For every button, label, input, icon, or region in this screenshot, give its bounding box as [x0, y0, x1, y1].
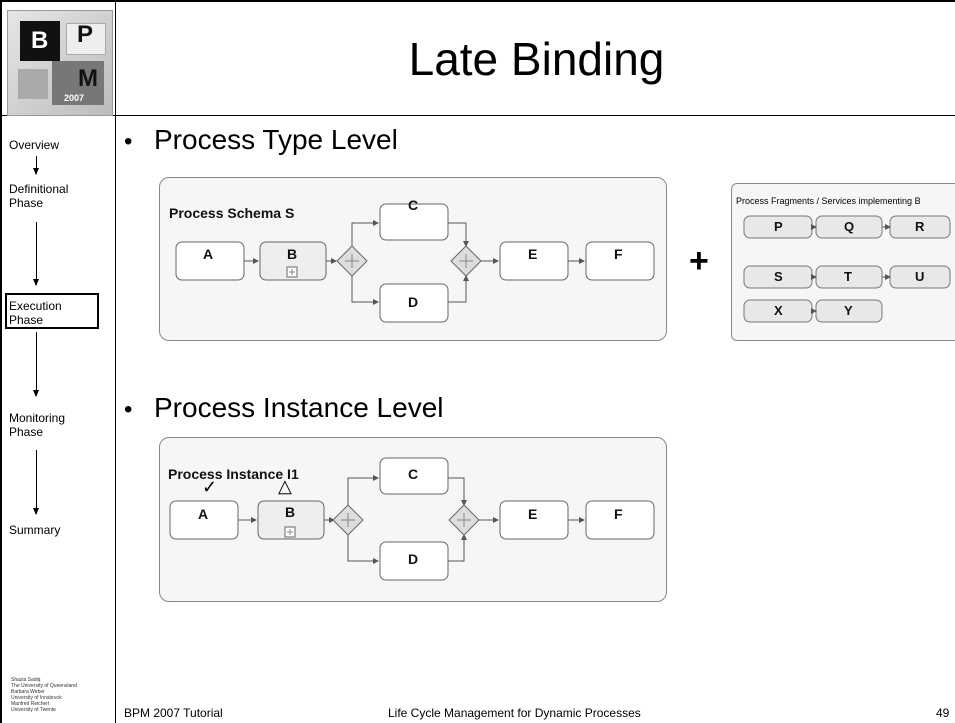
sidebar-item-monitoring-phase[interactable]: Monitoring Phase: [9, 411, 66, 439]
bullet-process-type-level: • Process Type Level: [124, 124, 398, 156]
activity-b-label: B: [285, 504, 296, 520]
footer-left: BPM 2007 Tutorial: [124, 706, 223, 720]
activity-a-label: A: [198, 506, 209, 522]
bpm-2007-logo: B P M 2007: [7, 10, 113, 116]
activity-f-label: F: [614, 506, 623, 522]
schema-label: Process Schema S: [169, 205, 295, 221]
page-number: 49: [936, 706, 950, 720]
arrow-down-icon: [33, 156, 39, 175]
arrow-down-icon: [33, 450, 39, 515]
left-border: [0, 0, 2, 723]
process-fragments-panel: Process Fragments / Services implementin…: [731, 183, 955, 341]
bullet-text: Process Instance Level: [154, 392, 444, 423]
activity-c-label: C: [408, 197, 419, 213]
sidebar-item-summary[interactable]: Summary: [9, 523, 61, 537]
current-phase-highlight: [5, 293, 99, 329]
sidebar-item-overview[interactable]: Overview: [9, 138, 60, 152]
logo-year: 2007: [64, 93, 85, 103]
activity-e: [499, 241, 569, 281]
activity-e-label: E: [528, 246, 538, 262]
activity-b-label: B: [287, 246, 298, 262]
process-instance-diagram: Process Instance I1 ✓ △: [159, 437, 667, 602]
fragment-t: T: [844, 269, 852, 284]
activity-d: [379, 541, 449, 581]
completed-check-icon: ✓: [202, 477, 218, 497]
fragment-p: P: [774, 219, 783, 234]
fragment-u: U: [915, 269, 925, 284]
credit-line: Barbara Weber: [11, 689, 45, 695]
bullet-text: Process Type Level: [154, 124, 398, 155]
activity-d-label: D: [408, 294, 419, 310]
activity-c-label: C: [408, 466, 419, 482]
fragment-q: Q: [844, 219, 855, 234]
credit-line: The University of Queensland: [11, 683, 77, 689]
activity-a: [175, 241, 245, 281]
activity-f: [585, 500, 655, 540]
slide-title: Late Binding: [408, 33, 665, 85]
fragment-y: Y: [844, 303, 853, 318]
plus-sign: +: [689, 242, 709, 280]
activated-triangle-icon: △: [278, 476, 292, 496]
credit-line: University of Twente: [11, 707, 56, 713]
activity-a: [169, 500, 239, 540]
instance-label: Process Instance I1: [168, 466, 299, 482]
top-border: [0, 0, 955, 2]
schema-flow: [175, 203, 655, 323]
fragments-grid: [743, 215, 951, 323]
logo-letter-b: B: [31, 27, 49, 54]
bullet-process-instance-level: • Process Instance Level: [124, 392, 444, 424]
footer-center: Life Cycle Management for Dynamic Proces…: [388, 706, 641, 720]
activity-e-label: E: [528, 506, 538, 522]
instance-flow: [169, 457, 655, 581]
sidebar-item-definitional-phase[interactable]: Definitional Phase: [9, 182, 69, 210]
activity-b: [257, 500, 325, 540]
arrow-down-icon: [33, 222, 39, 286]
fragment-s: S: [774, 269, 783, 284]
activity-a-label: A: [203, 246, 214, 262]
bullet-icon: •: [124, 395, 133, 423]
activity-f-label: F: [614, 246, 623, 262]
logo-letter-p: P: [77, 21, 94, 48]
credit-line: University of Innsbruck: [11, 695, 62, 701]
activity-b: [259, 241, 327, 281]
fragment-x: X: [774, 303, 783, 318]
credit-line: Shazia Sadiq: [11, 677, 41, 683]
activity-d: [379, 283, 449, 323]
header-divider: [0, 115, 955, 116]
sidebar-item-execution-phase[interactable]: Execution Phase: [9, 299, 62, 327]
logo-letter-m: M: [78, 65, 98, 92]
activity-c: [379, 203, 449, 241]
arrow-down-icon: [33, 332, 39, 397]
sidebar-divider: [115, 0, 116, 723]
process-schema-diagram: Process Schema S: [159, 177, 667, 341]
author-credits: Shazia Sadiq The University of Queenslan…: [11, 677, 77, 713]
credit-line: Manfred Reichert: [11, 701, 50, 707]
bullet-icon: •: [124, 127, 133, 155]
activity-f: [585, 241, 655, 281]
activity-d-label: D: [408, 551, 419, 567]
activity-c: [379, 457, 449, 495]
fragments-label: Process Fragments / Services implementin…: [736, 196, 921, 206]
fragment-r: R: [915, 219, 925, 234]
activity-e: [499, 500, 569, 540]
